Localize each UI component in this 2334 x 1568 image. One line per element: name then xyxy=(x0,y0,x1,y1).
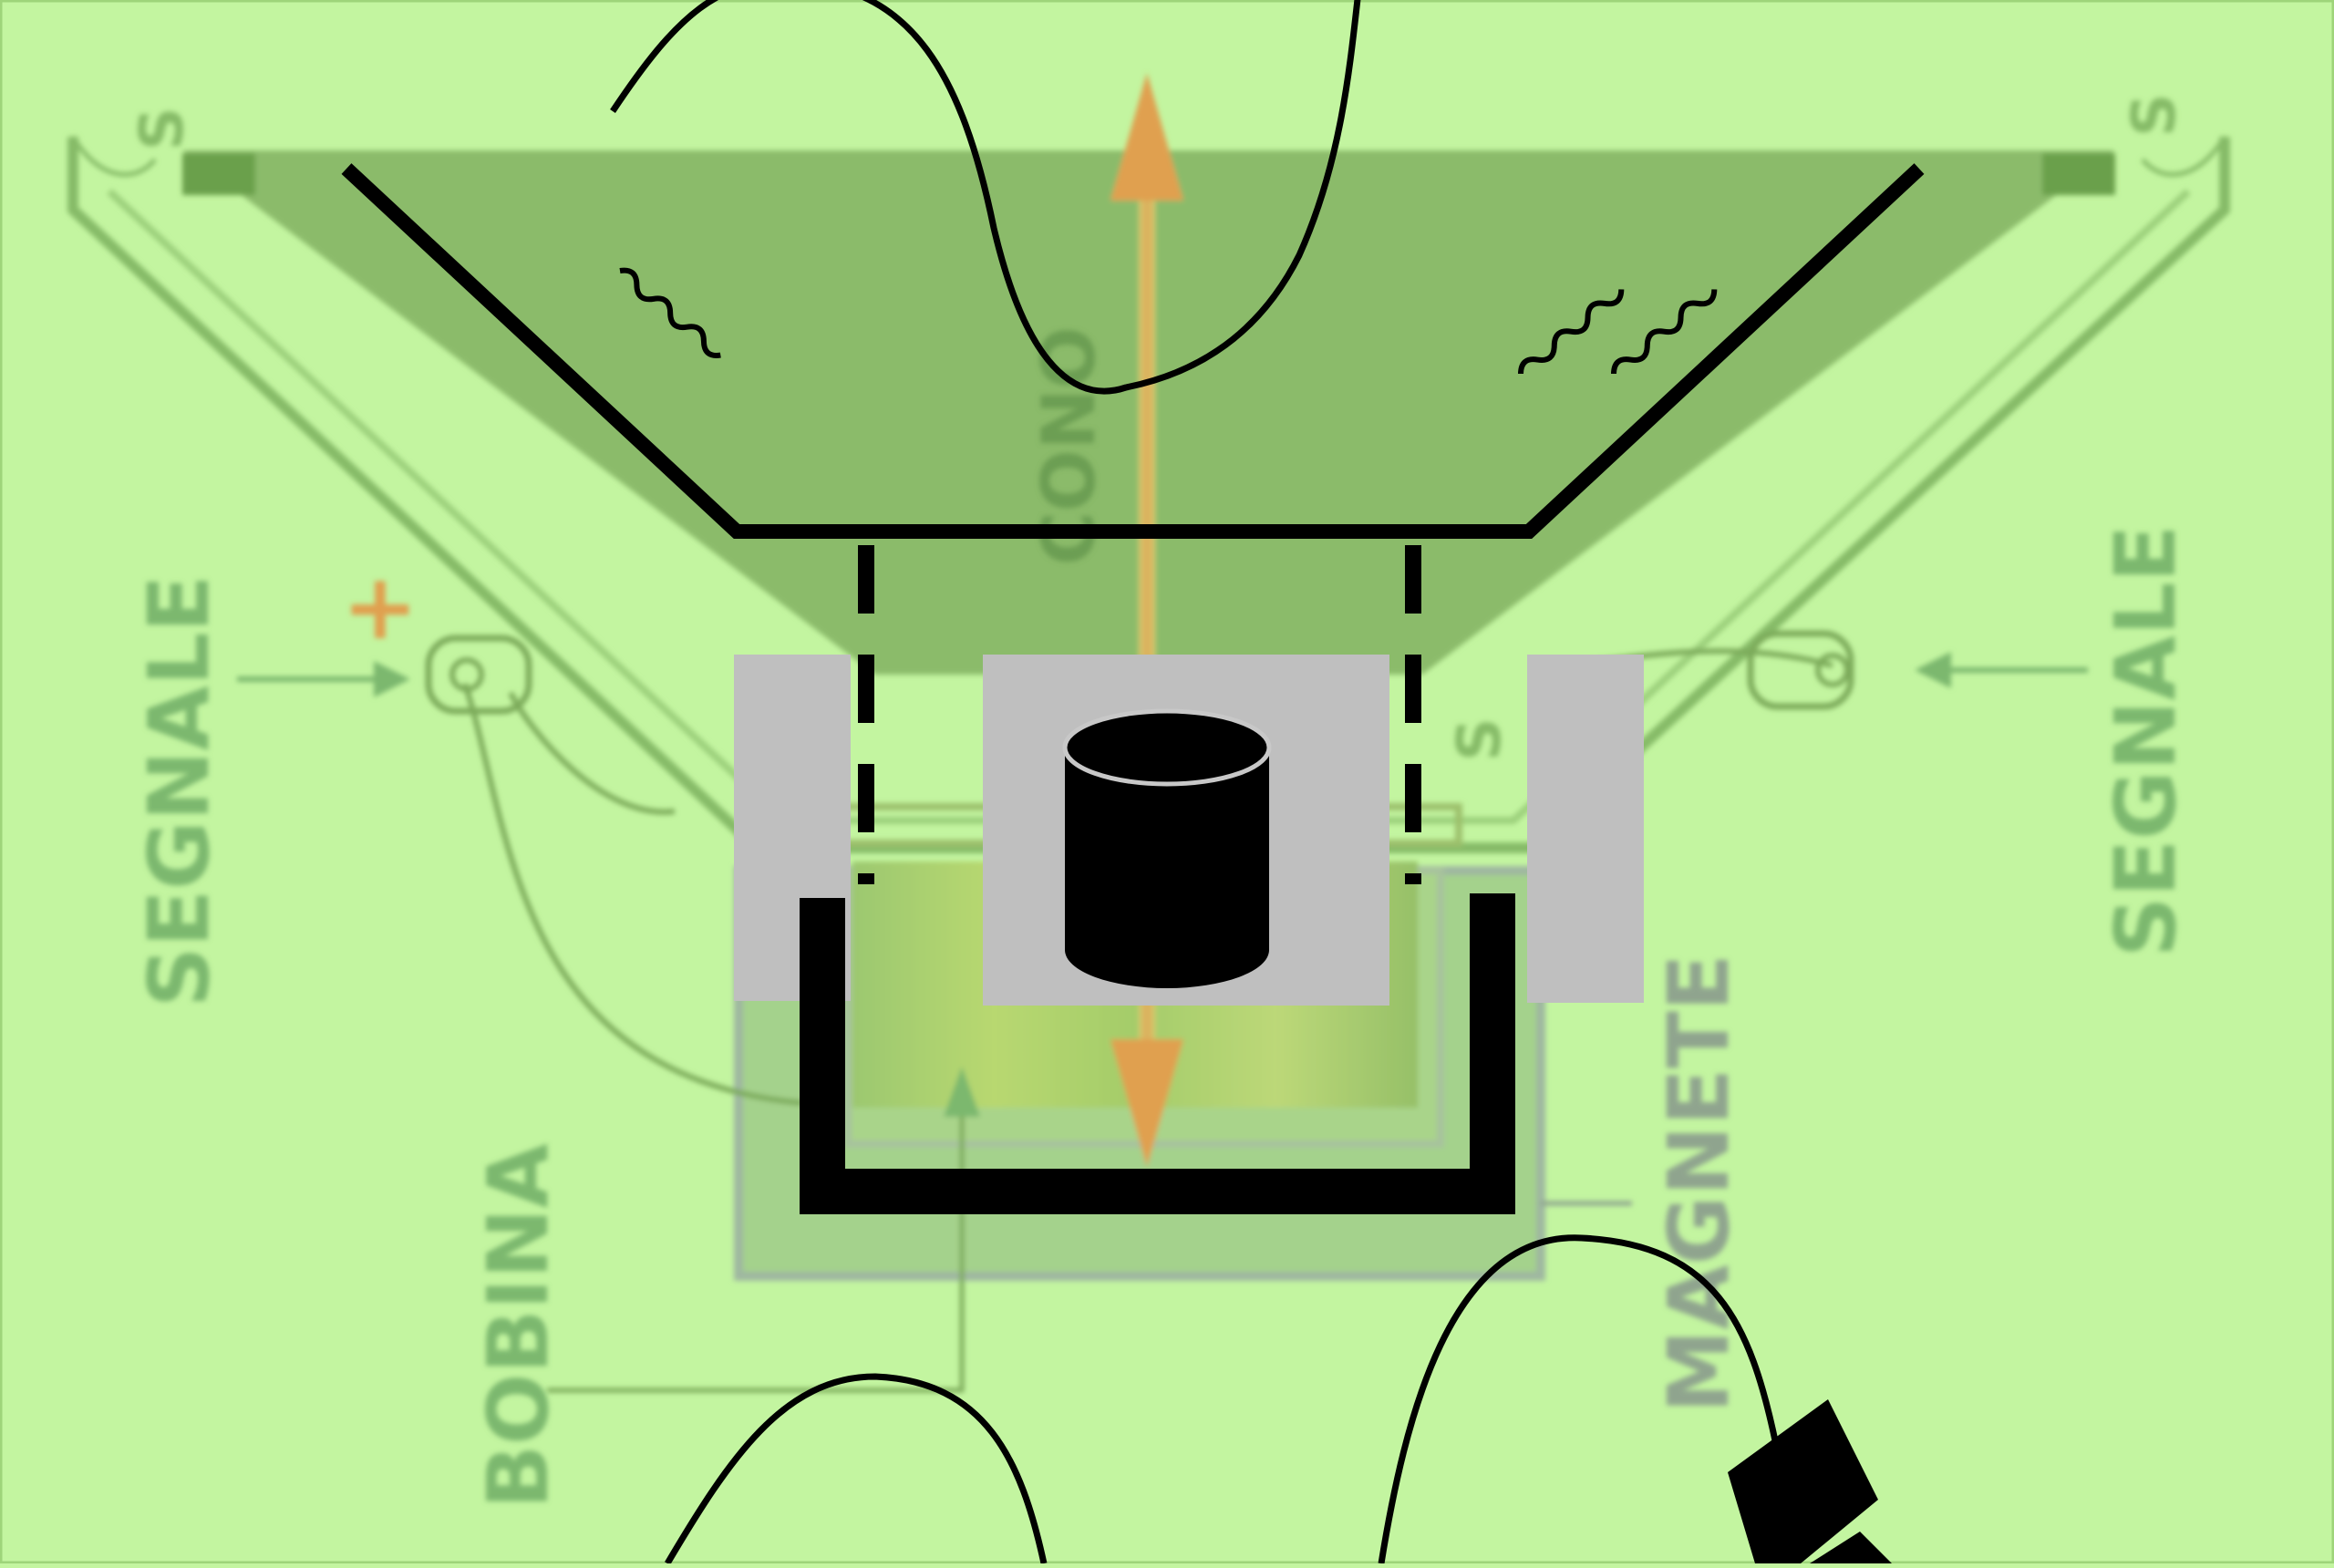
cylinder-icon xyxy=(1065,711,1269,988)
label-magnet: MAGNETE xyxy=(1650,954,1748,1413)
surround-right xyxy=(2042,153,2115,195)
terminal-right xyxy=(1750,634,1851,707)
arrow-up-icon xyxy=(1110,73,1183,201)
surround-left xyxy=(182,153,255,195)
label-signal-right: SEGNALE xyxy=(2097,525,2195,957)
signal-arrow-left-head xyxy=(374,661,410,697)
plug-icon xyxy=(1728,1399,1892,1563)
label-signal-left: SEGNALE xyxy=(130,575,228,1007)
label-suspension-right: S xyxy=(2119,93,2189,137)
label-polarity-plus: + xyxy=(342,553,418,660)
wave-curve-bottom-left xyxy=(667,1377,1044,1563)
suspension-right-curve xyxy=(2143,137,2225,174)
label-coil: BOBINA xyxy=(470,1143,567,1509)
pole-block-right xyxy=(1527,655,1644,1003)
signal-arrow-right-head xyxy=(1915,652,1951,688)
terminal-right-screw xyxy=(1818,655,1847,685)
label-suspension-left: S xyxy=(127,107,197,150)
label-suspension-center: S xyxy=(1444,717,1514,761)
